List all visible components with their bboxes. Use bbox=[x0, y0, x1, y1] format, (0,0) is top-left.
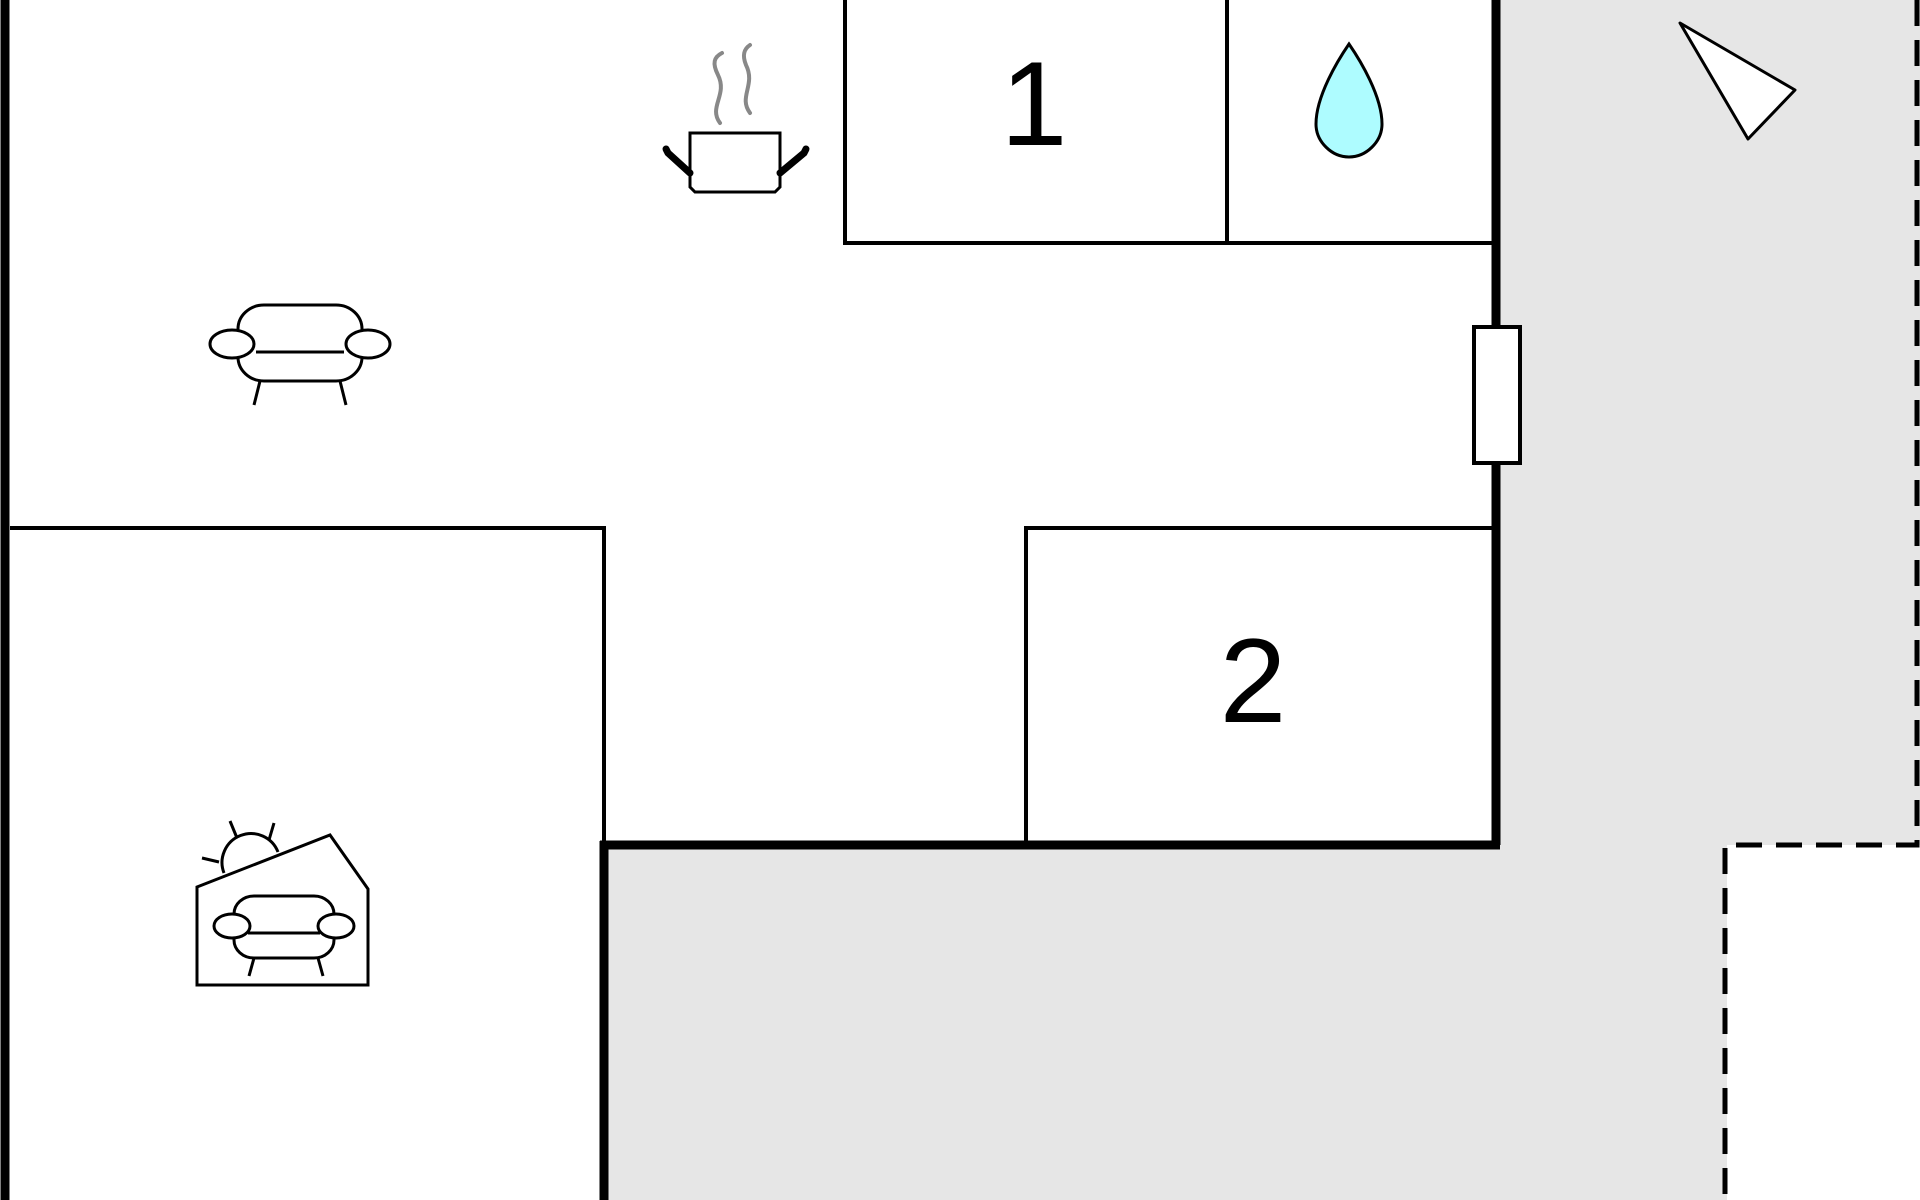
wall-living-sunroom bbox=[10, 526, 606, 845]
terrace-dashed-line bbox=[1722, 0, 1920, 1200]
conservatory-sofa-icon bbox=[195, 820, 370, 987]
entrance-door bbox=[1472, 325, 1522, 465]
steam-icon bbox=[712, 51, 724, 125]
water-drop-icon bbox=[1314, 41, 1384, 159]
compass-north-arrow-icon bbox=[1678, 21, 1797, 141]
terrace-boundary bbox=[1722, 0, 1920, 1200]
interior-walls bbox=[10, 0, 1494, 845]
wall-bedroom1-bottom bbox=[843, 0, 1494, 245]
room-number-2: 2 bbox=[1220, 614, 1287, 748]
sofa-icon bbox=[208, 303, 392, 406]
wall-bedroom2 bbox=[1024, 526, 1494, 845]
exterior-walls bbox=[0, 0, 1501, 1200]
cooking-pot-icon bbox=[662, 43, 810, 194]
sun-icon bbox=[220, 832, 280, 874]
outdoor-area bbox=[604, 0, 1920, 1200]
outdoor-area-fill bbox=[604, 0, 1920, 1200]
room-number-1: 1 bbox=[1001, 37, 1068, 171]
